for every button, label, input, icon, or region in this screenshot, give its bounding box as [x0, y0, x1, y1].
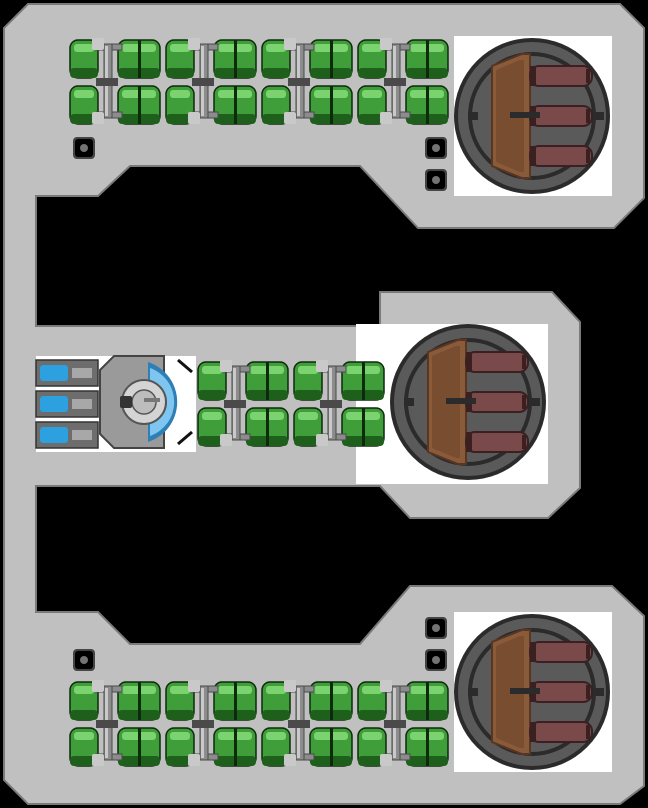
cyan-node-icon[interactable] [425, 617, 447, 639]
red-node-icon[interactable] [425, 137, 447, 159]
missile-launcher-middle[interactable] [389, 323, 547, 481]
power-cells [35, 359, 99, 449]
power-cell-icon[interactable] [35, 421, 99, 449]
cyan-node-icon[interactable] [425, 169, 447, 191]
red-node-icon[interactable] [73, 649, 95, 671]
red-node-icon[interactable] [425, 649, 447, 671]
missile-launcher-top[interactable] [453, 37, 611, 195]
red-node-icon[interactable] [73, 137, 95, 159]
missile-launcher-bottom[interactable] [453, 613, 611, 771]
power-cell-icon[interactable] [35, 390, 99, 418]
reactor-core-icon[interactable] [99, 355, 193, 449]
power-cell-icon[interactable] [35, 359, 99, 387]
